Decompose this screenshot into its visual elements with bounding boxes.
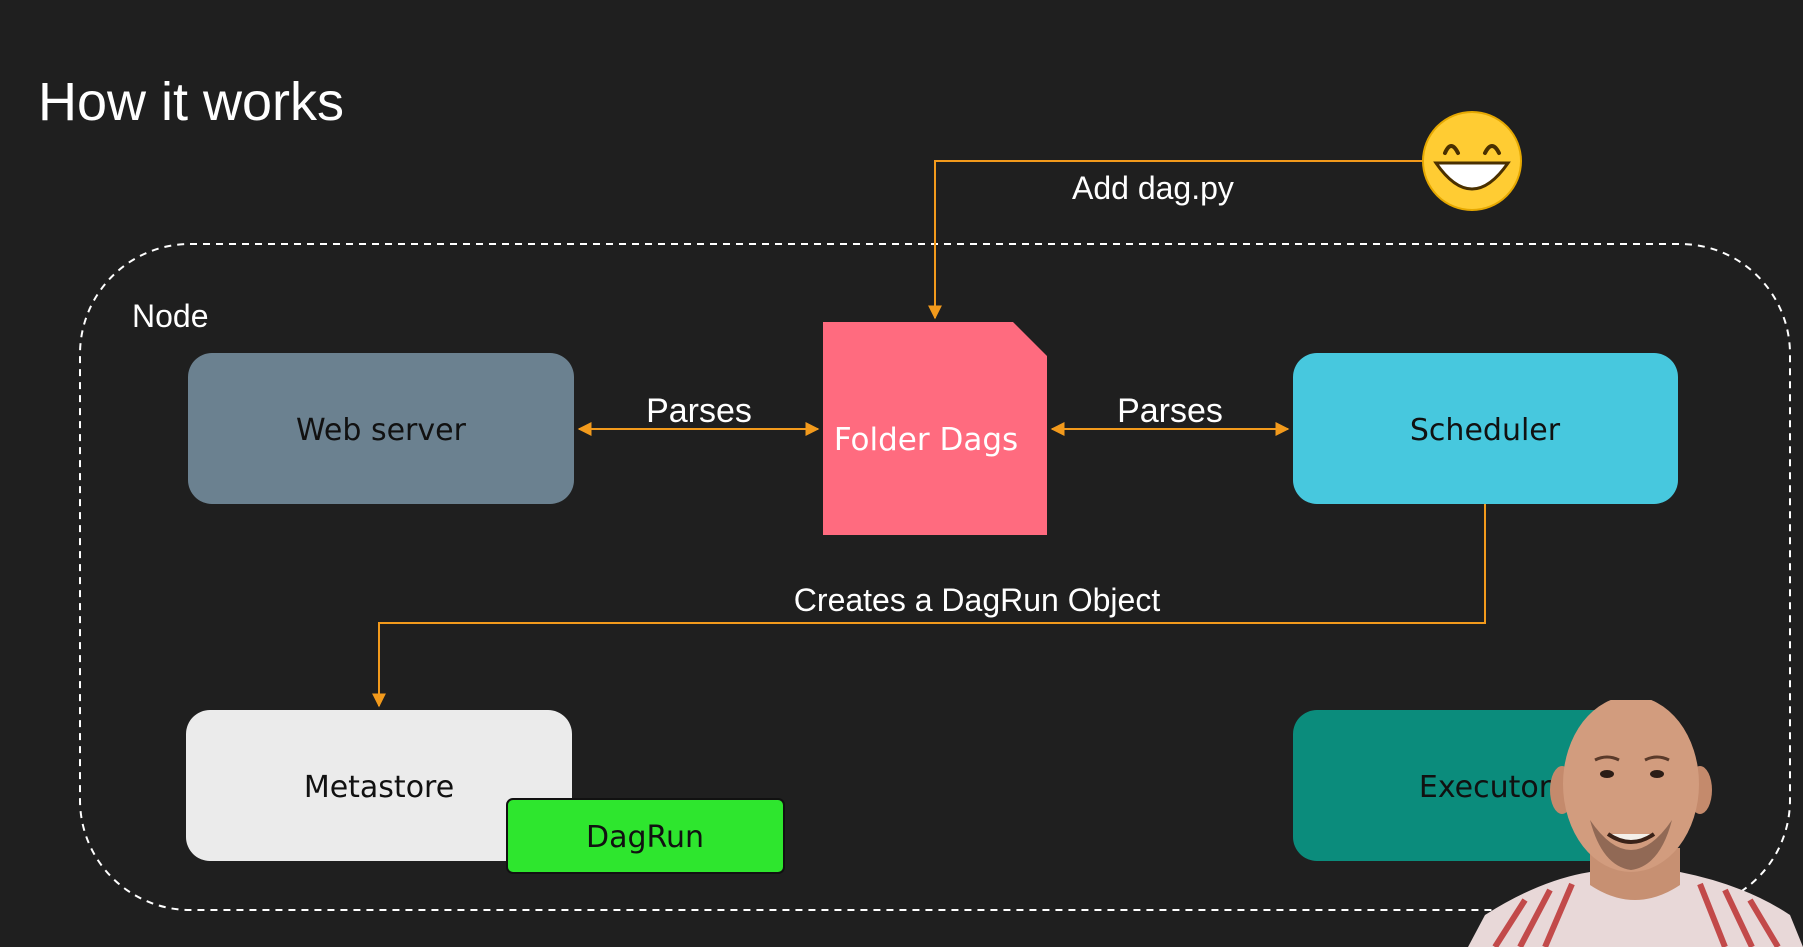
creates-dagrun-label: Creates a DagRun Object: [794, 582, 1161, 618]
node-container-label: Node: [132, 298, 209, 334]
add-dag-arrow: [928, 160, 1425, 320]
parses-label-right: Parses: [1117, 392, 1223, 430]
add-dag-label: Add dag.py: [1072, 170, 1234, 206]
presenter-video-thumbnail: [1468, 700, 1803, 947]
creates-dagrun-arrow: [372, 504, 1486, 708]
executor-label: Executor: [1419, 770, 1552, 805]
folder-dags-node: Folder Dags: [823, 322, 1047, 535]
scheduler-node: Scheduler: [1293, 353, 1678, 504]
web-server-label: Web server: [296, 413, 467, 448]
scheduler-label: Scheduler: [1410, 413, 1561, 448]
dagrun-label: DagRun: [586, 820, 704, 855]
folder-dags-label: Folder Dags: [834, 422, 1018, 458]
metastore-node: Metastore: [186, 710, 572, 861]
page-title: How it works: [38, 72, 344, 132]
grinning-emoji-icon: [1422, 111, 1522, 211]
web-server-node: Web server: [188, 353, 574, 504]
dagrun-node: DagRun: [506, 798, 785, 874]
metastore-label: Metastore: [304, 770, 454, 805]
parses-label-left: Parses: [646, 392, 752, 430]
